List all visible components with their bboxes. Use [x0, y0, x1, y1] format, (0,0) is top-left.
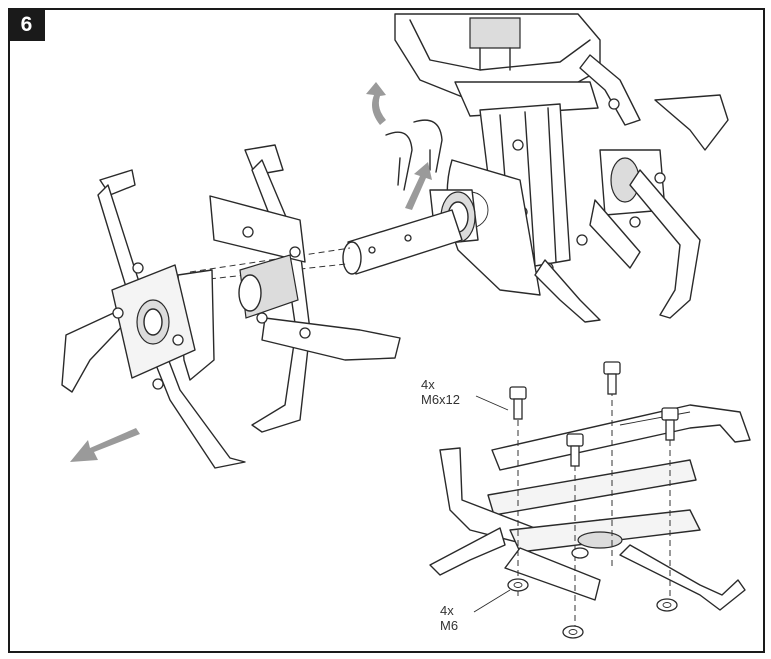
retaining-clips: [385, 119, 443, 191]
bolt-leader-line: [475, 395, 509, 411]
bolt-callout: 4x M6x12: [421, 377, 460, 407]
inner-tine-assembly: [209, 144, 401, 433]
bolt-m6x12: [509, 361, 679, 467]
nut-m6: [507, 547, 678, 639]
drive-shaft: [342, 209, 463, 275]
bolt-spec-label: M6x12: [421, 392, 461, 407]
figure-frame: [8, 8, 765, 653]
nut-callout: 4x M6: [440, 603, 458, 633]
step-number-badge: 6: [8, 8, 45, 41]
insert-arrow: [405, 162, 432, 210]
nut-leader-line: [473, 589, 511, 613]
bolt-qty-label: 4x: [421, 377, 435, 392]
nut-spec-label: M6: [440, 618, 459, 633]
nut-qty-label: 4x: [440, 603, 454, 618]
mounted-tine-assembly-right: [534, 54, 729, 323]
pull-out-arrow: [70, 428, 140, 462]
gearbox-housing: [394, 13, 601, 296]
outer-tine-assembly: [61, 169, 246, 469]
rotate-up-arrow: [366, 82, 386, 125]
exploded-detail: [429, 361, 751, 639]
